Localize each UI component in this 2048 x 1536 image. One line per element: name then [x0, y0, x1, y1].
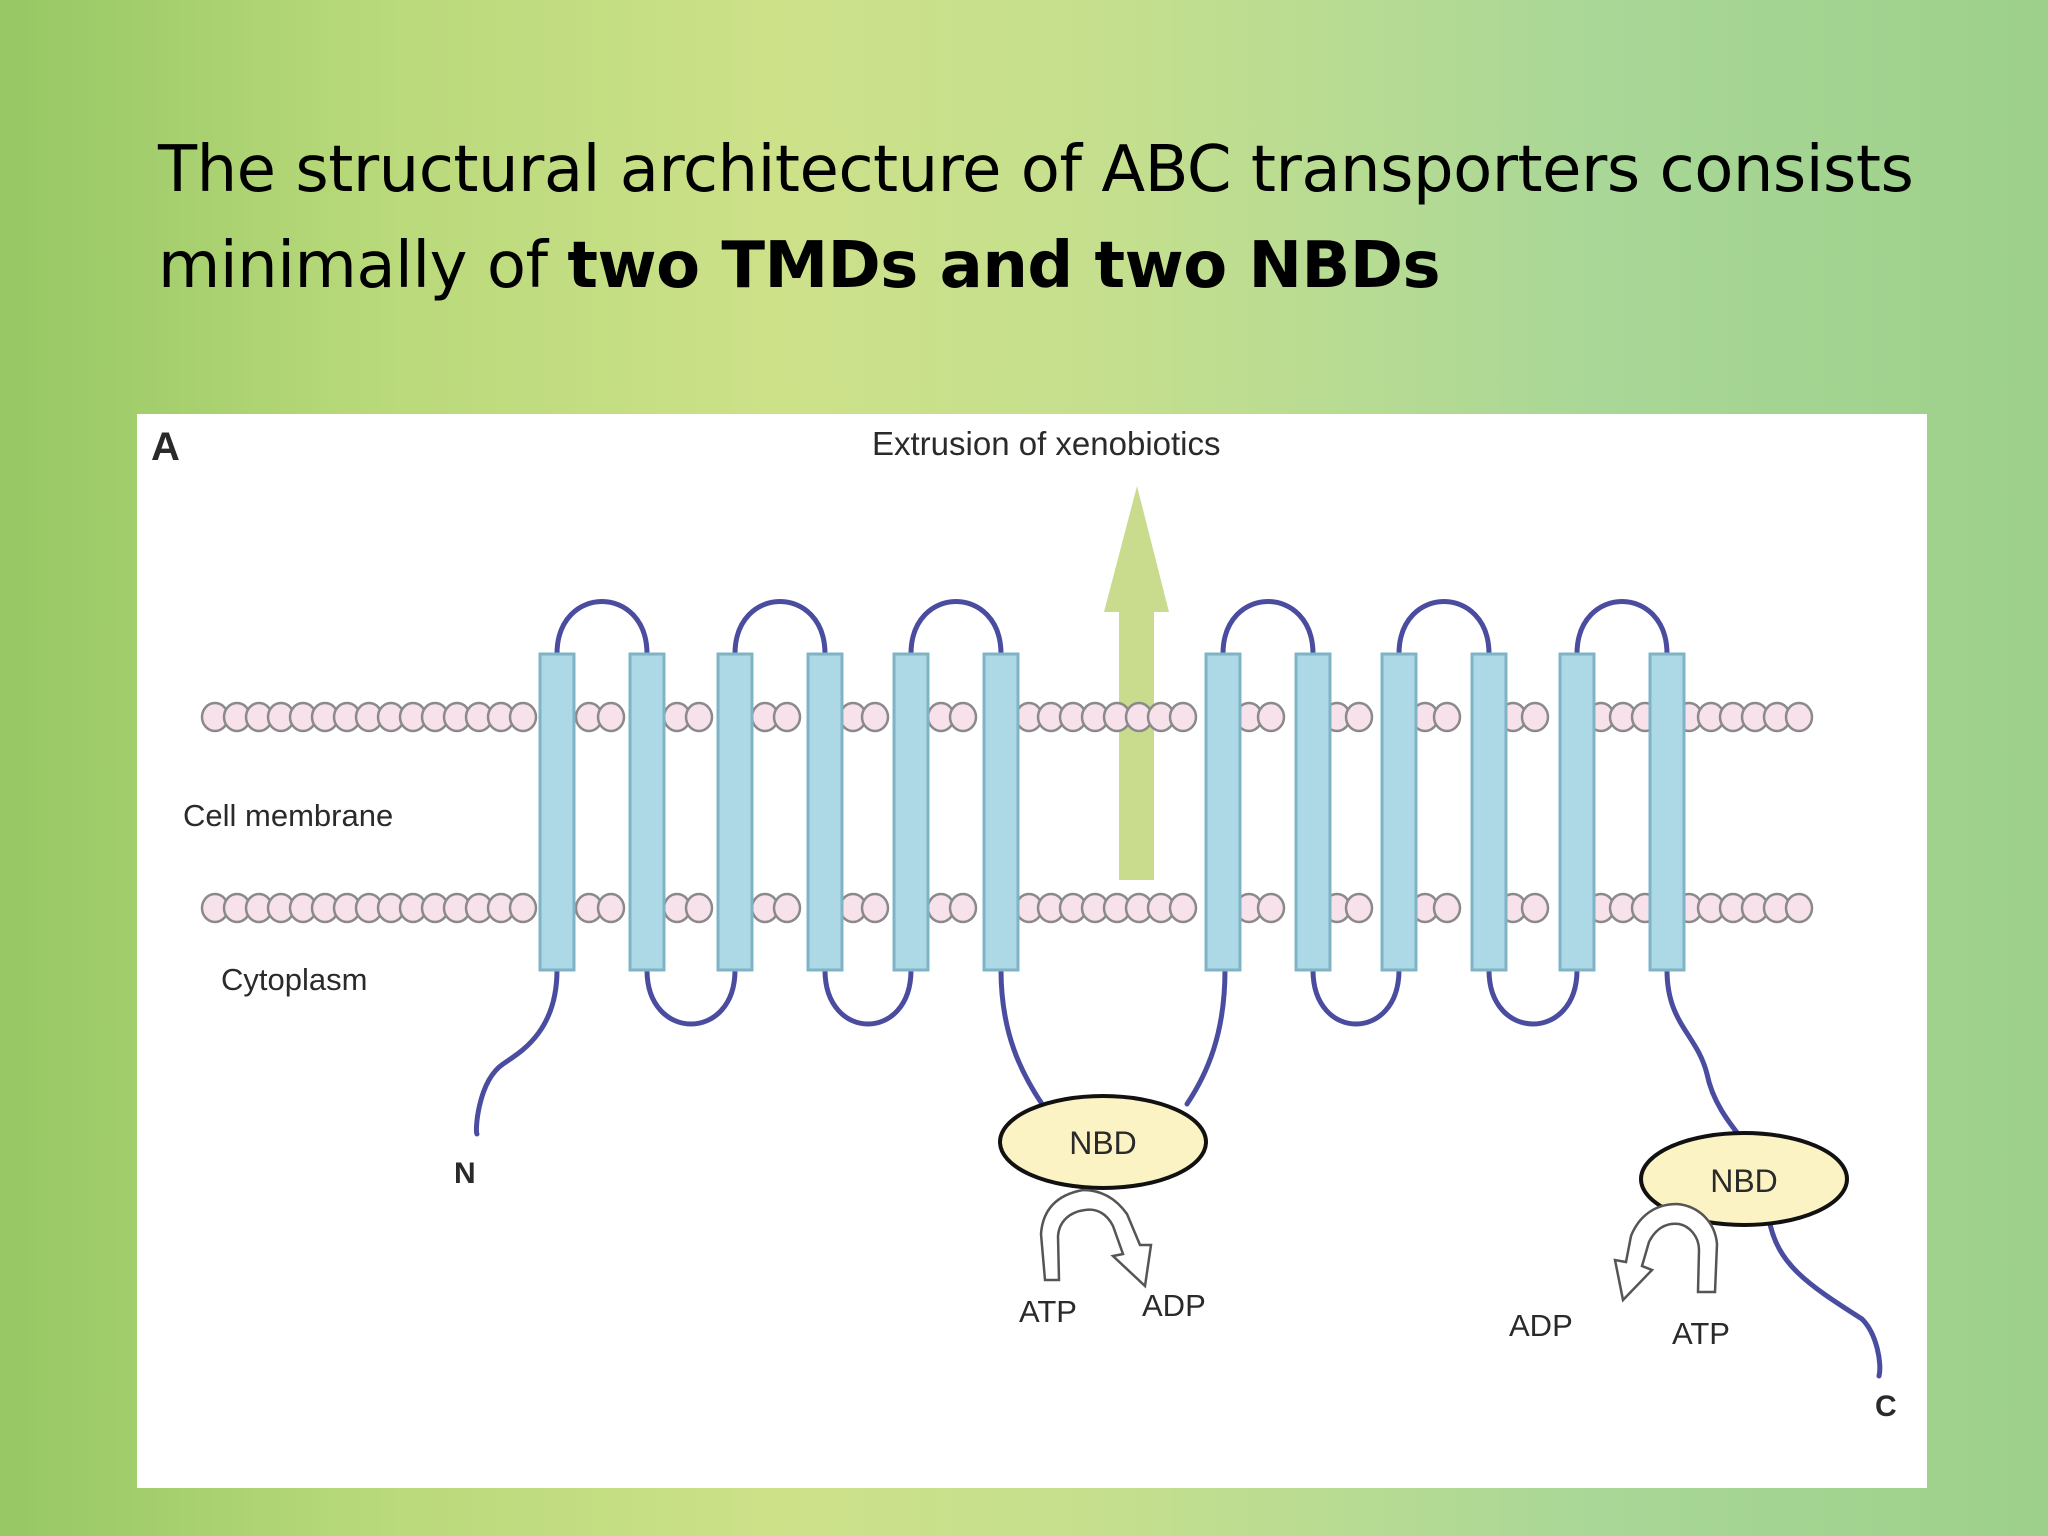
slide-title: The structural architecture of ABC trans… [158, 122, 1998, 314]
lipid-head [948, 701, 978, 733]
transmembrane-helix [716, 652, 754, 972]
lipid-head [508, 892, 538, 924]
transmembrane-helix [1380, 652, 1418, 972]
lipid-head [772, 892, 802, 924]
nbd-right-label: NBD [1710, 1163, 1778, 1199]
transmembrane-helix [1470, 652, 1508, 972]
atp-label-left: ATP [1019, 1294, 1077, 1329]
extracellular-loop [908, 599, 1004, 657]
cytoplasm-label: Cytoplasm [221, 962, 367, 997]
transmembrane-helix [628, 652, 666, 972]
intracellular-loop [822, 967, 914, 1027]
lipid-head [1256, 892, 1286, 924]
lipid-head [1344, 892, 1374, 924]
extracellular-loop [1396, 599, 1492, 657]
lipid-head [948, 892, 978, 924]
extracellular-loop [1220, 599, 1316, 657]
transmembrane-helices [538, 652, 1686, 972]
linker-right-nbd [1664, 967, 1745, 1142]
nbd-left-label: NBD [1069, 1125, 1137, 1161]
transporter-diagram: A Extrusion of xenobiotics Cell membrane… [151, 425, 1897, 1423]
transmembrane-helix [892, 652, 930, 972]
intracellular-loop [644, 967, 738, 1027]
title-line-1: The structural architecture of ABC trans… [158, 133, 1914, 207]
lipid-head [1168, 892, 1198, 924]
title-line-2-text: minimally of [158, 229, 568, 303]
extrusion-arrow [1104, 486, 1169, 880]
lipid-head [596, 701, 626, 733]
intracellular-loop [1310, 967, 1402, 1027]
title-emphasis: two TMDs and two NBDs [567, 229, 1441, 303]
lipid-head [1520, 701, 1550, 733]
lipid-head [1432, 701, 1462, 733]
extrusion-label: Extrusion of xenobiotics [872, 425, 1221, 462]
atp-arrow-right [1613, 1202, 1719, 1303]
transmembrane-helix [1204, 652, 1242, 972]
atp-label-right: ATP [1672, 1316, 1730, 1351]
n-terminus-label: N [454, 1157, 476, 1190]
linker-left-nbd [1184, 967, 1228, 1107]
nbd-right [1639, 1131, 1849, 1227]
protein-loops [473, 599, 1883, 1379]
cell-membrane-label: Cell membrane [183, 798, 393, 833]
intracellular-loop [1486, 967, 1580, 1027]
transmembrane-helix [1558, 652, 1596, 972]
lipid-head [1784, 892, 1814, 924]
extracellular-loop [1574, 599, 1670, 657]
transmembrane-helix [982, 652, 1020, 972]
linker-left-nbd [998, 967, 1045, 1107]
lipid-head [1344, 701, 1374, 733]
lipid-head [508, 701, 538, 733]
lipid-head [860, 701, 890, 733]
n-terminus-tail [473, 967, 560, 1137]
transmembrane-helix [1648, 652, 1686, 972]
atp-hydrolysis-arrows [1039, 1188, 1719, 1303]
lipid-head [772, 701, 802, 733]
lipid-head [860, 892, 890, 924]
lipid-head [1168, 701, 1198, 733]
panel-letter: A [151, 425, 180, 469]
transmembrane-helix [806, 652, 844, 972]
c-terminus-tail [1766, 1216, 1883, 1379]
membrane-outer-leaflet [200, 701, 1814, 733]
extracellular-loop [732, 599, 828, 657]
lipid-head [1432, 892, 1462, 924]
abc-transporter-figure: A Extrusion of xenobiotics Cell membrane… [137, 414, 1927, 1488]
atp-arrow-left [1039, 1188, 1153, 1289]
lipid-head [1256, 701, 1286, 733]
transmembrane-helix [538, 652, 576, 972]
lipid-head [1520, 892, 1550, 924]
extracellular-loop [554, 599, 650, 657]
transmembrane-helix [1294, 652, 1332, 972]
title-line-2: minimally of two TMDs and two NBDs [158, 218, 1998, 314]
c-terminus-label: C [1875, 1390, 1897, 1423]
adp-label-left: ADP [1142, 1288, 1206, 1323]
adp-label-right: ADP [1509, 1308, 1573, 1343]
lipid-head [684, 701, 714, 733]
nbd-left [998, 1094, 1208, 1190]
lipid-head [596, 892, 626, 924]
lipid-head [684, 892, 714, 924]
lipid-head [1784, 701, 1814, 733]
